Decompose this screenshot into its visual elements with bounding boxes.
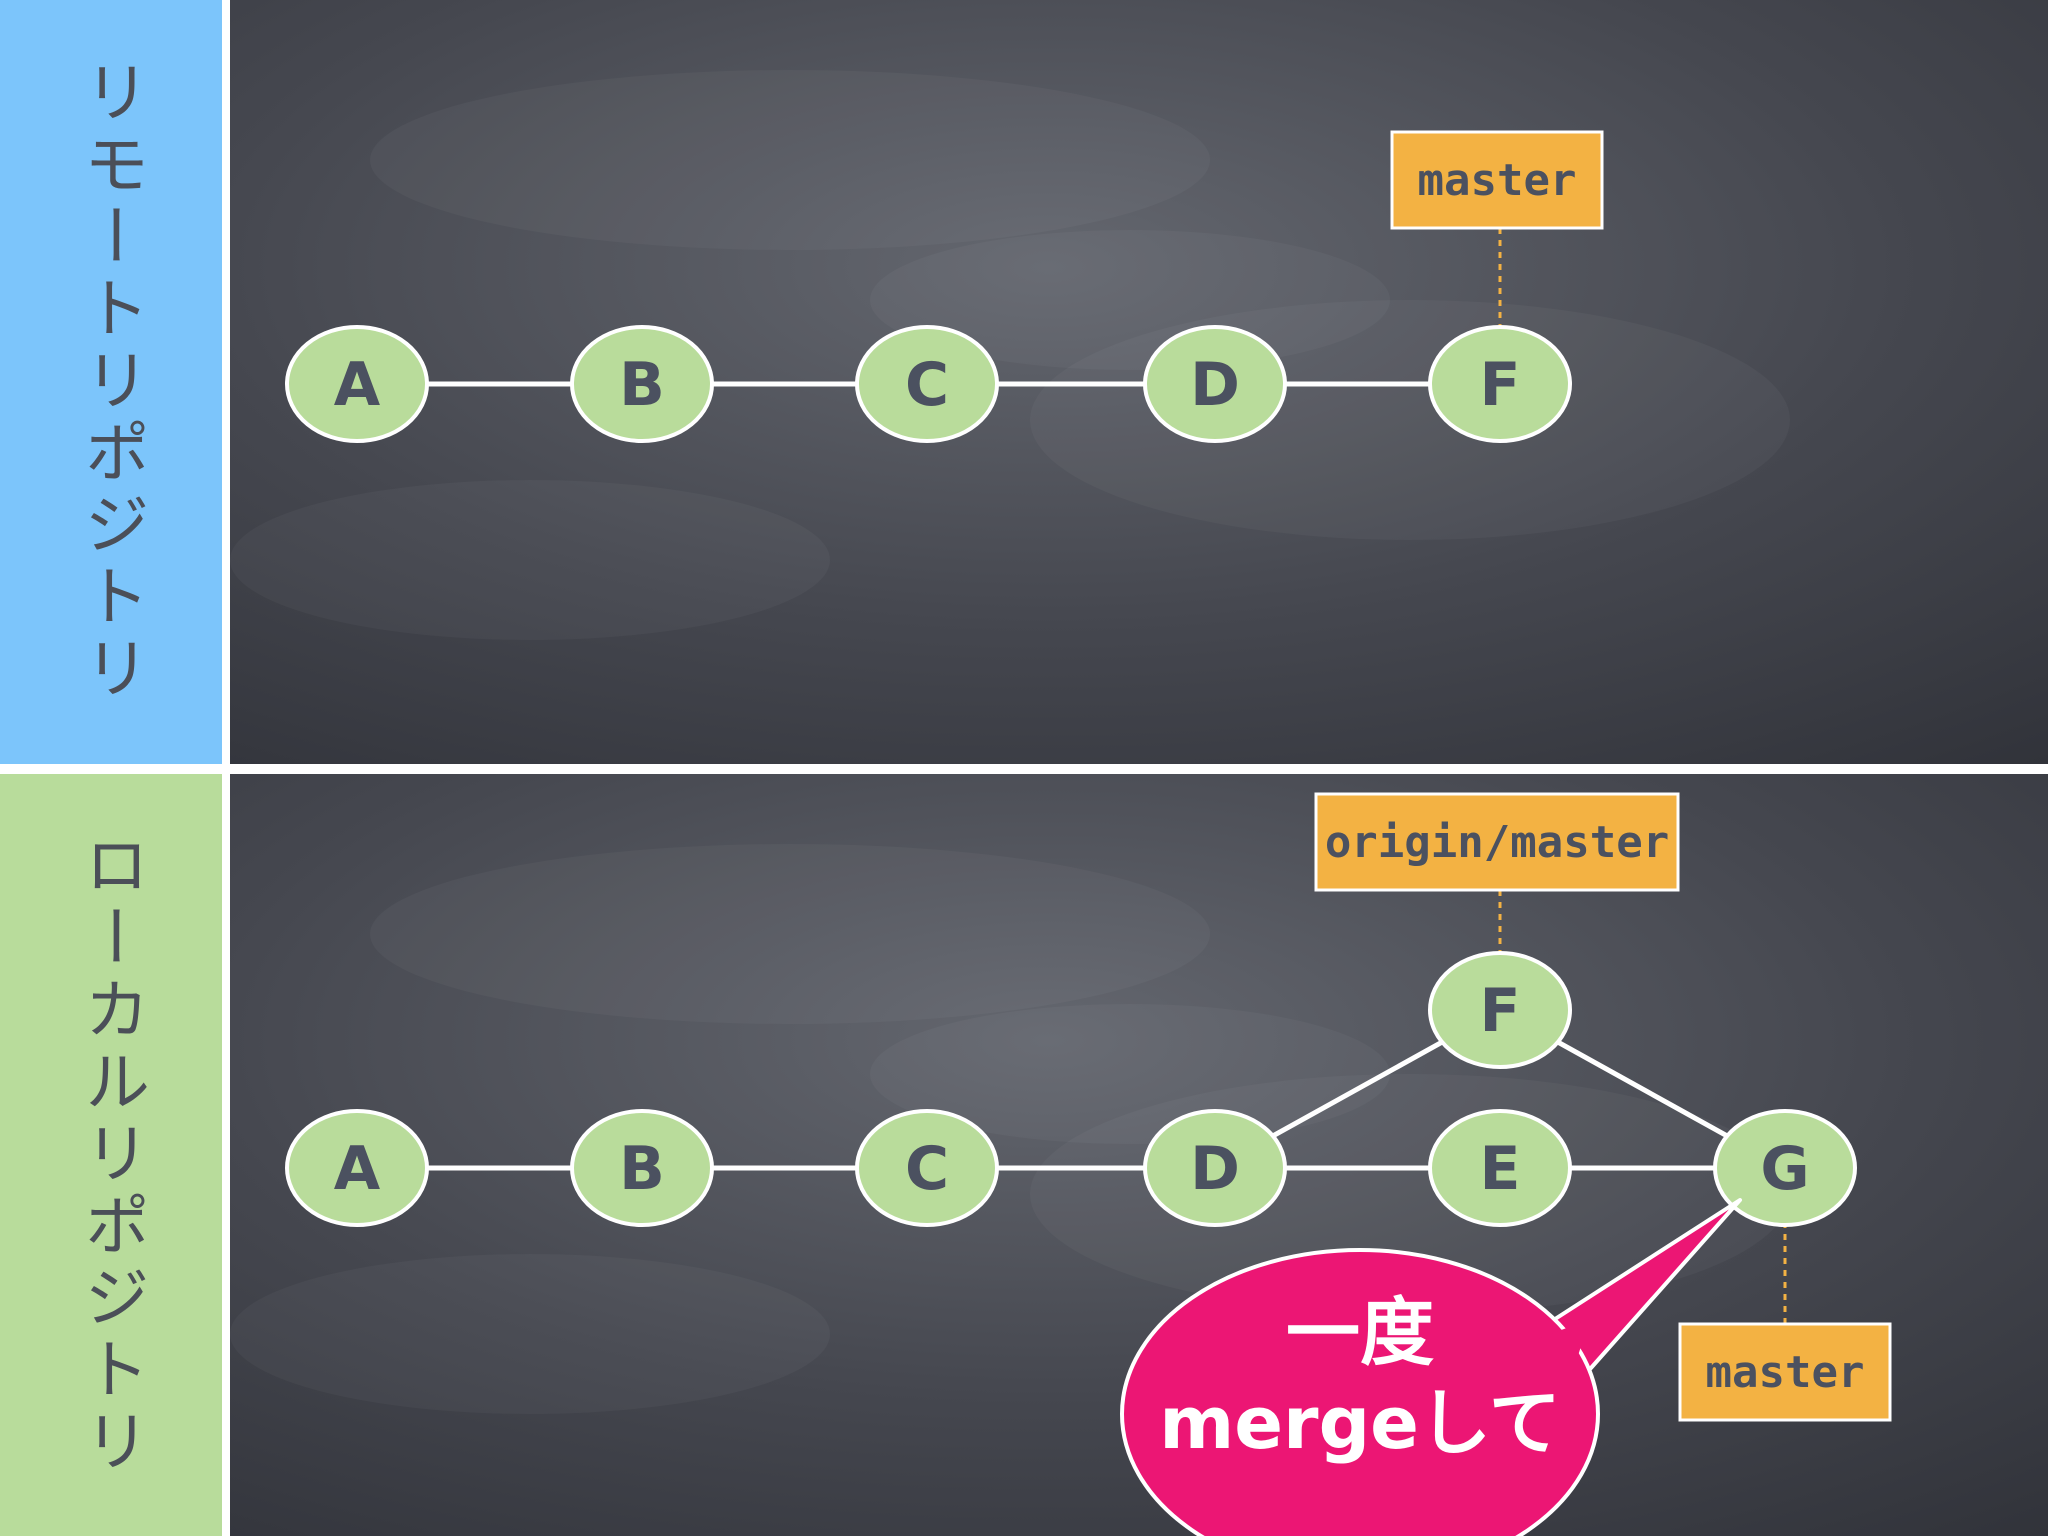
callout-text-line1: 一度 [1286,1290,1434,1376]
commit-node-e [1428,1109,1572,1227]
commit-label-d: D [1190,350,1240,420]
commit-label-b: B [619,1134,665,1204]
commit-node-a [285,325,429,443]
commit-label-a: A [334,1134,381,1204]
branch-ref-box [1314,792,1680,892]
remote-sidebar: リモートリポジトリ [0,0,222,764]
local-sidebar: ローカルリポジトリ [0,774,222,1536]
commit-node-d [1143,325,1287,443]
chalk-smudge [230,480,830,640]
commit-node-b [570,1109,714,1227]
commit-label-f: F [1480,350,1521,420]
branch-ref-label: master [1706,1347,1865,1398]
callout-bubble [1120,1248,1600,1536]
commit-edge-g-f [1556,1039,1729,1139]
branch-ref-label: origin/master [1325,817,1669,868]
commit-node-g [1713,1109,1857,1227]
branch-ref-box [1390,130,1604,230]
local-repository-label: ローカルリポジトリ [73,831,150,1479]
commit-node-a [285,1109,429,1227]
commit-label-g: G [1760,1134,1809,1204]
commit-label-b: B [619,350,665,420]
commit-label-e: E [1480,1134,1521,1204]
commit-label-c: C [905,1134,949,1204]
commit-node-c [855,1109,999,1227]
commit-node-b [570,325,714,443]
branch-ref-box [1678,1322,1892,1422]
commit-label-d: D [1190,1134,1240,1204]
commit-node-c [855,325,999,443]
chalk-smudge [370,70,1210,250]
callout-text-line2: mergeして [1159,1381,1561,1465]
commit-node-d [1143,1109,1287,1227]
commit-node-f [1428,325,1572,443]
remote-repository-label: リモートリポジトリ [73,58,150,706]
callout-tail-join [1530,1319,1590,1386]
branch-ref-label: master [1418,155,1577,206]
chalk-smudge [230,1254,830,1414]
commit-label-a: A [334,350,381,420]
commit-label-f: F [1480,976,1521,1046]
chalk-smudge [370,844,1210,1024]
commit-node-f [1428,951,1572,1069]
commit-edge-f-d [1271,1039,1444,1139]
commit-label-c: C [905,350,949,420]
